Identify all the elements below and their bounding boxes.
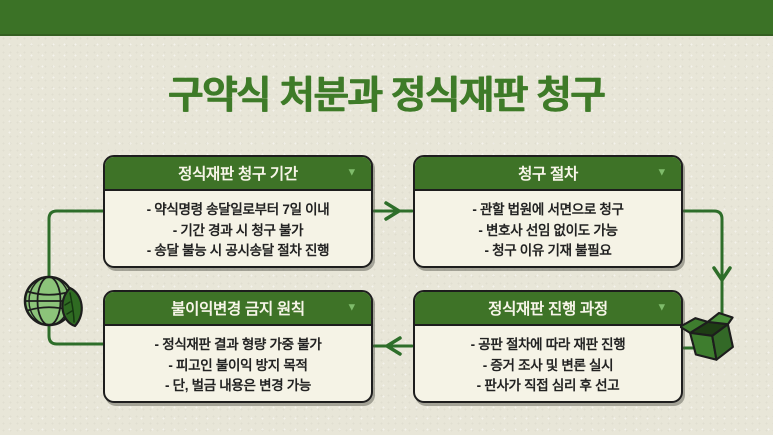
list-item: - 단, 벌금 내용은 변경 가능 — [164, 377, 312, 393]
list-item: - 정식재판 결과 형량 가중 불가 — [154, 337, 322, 353]
list-item: - 송달 불능 시 공시송달 절차 진행 — [146, 242, 330, 258]
card-header: 정식재판 진행 과정 ▼ — [415, 292, 681, 326]
card-body: - 약식명령 송달일로부터 7일 이내 - 기간 경과 시 청구 불가 - 송달… — [105, 191, 371, 266]
arrow-head-down-icon — [712, 266, 732, 282]
card-title: 정식재판 청구 기간 — [178, 166, 298, 183]
card-body: - 관할 법원에 서면으로 청구 - 변호사 선임 없이도 가능 - 청구 이유… — [415, 191, 681, 266]
triangle-down-icon: ▼ — [346, 301, 357, 314]
card-header: 정식재판 청구 기간 ▼ — [105, 157, 371, 191]
list-item: - 공판 절차에 따라 재판 진행 — [470, 337, 626, 353]
list-item: - 청구 이유 기재 불필요 — [484, 242, 612, 258]
triangle-down-icon: ▼ — [346, 166, 357, 179]
list-item: - 관할 법원에 서면으로 청구 — [472, 202, 624, 218]
list-item: - 기간 경과 시 청구 불가 — [172, 222, 304, 238]
card-body: - 정식재판 결과 형량 가중 불가 - 피고인 불이익 방지 목적 - 단, … — [105, 326, 371, 401]
open-box-icon — [680, 311, 734, 361]
card-trial-process: 정식재판 진행 과정 ▼ - 공판 절차에 따라 재판 진행 - 증거 조사 및… — [413, 290, 683, 403]
list-item: - 증거 조사 및 변론 실시 — [482, 357, 614, 373]
card-title: 청구 절차 — [518, 166, 578, 183]
card-no-disadvantage-principle: 불이익변경 금지 원칙 ▼ - 정식재판 결과 형량 가중 불가 - 피고인 불… — [103, 290, 373, 403]
card-title: 불이익변경 금지 원칙 — [171, 301, 305, 318]
card-trial-request-period: 정식재판 청구 기간 ▼ - 약식명령 송달일로부터 7일 이내 - 기간 경과… — [103, 155, 373, 268]
list-item: - 판사가 직접 심리 후 선고 — [476, 377, 620, 393]
list-item: - 약식명령 송달일로부터 7일 이내 — [146, 202, 330, 218]
list-item: - 변호사 선임 없이도 가능 — [478, 222, 618, 238]
globe-leaf-icon — [23, 275, 83, 328]
page-title: 구약식 처분과 정식재판 청구 — [168, 75, 605, 117]
card-header: 청구 절차 ▼ — [415, 157, 681, 191]
card-header: 불이익변경 금지 원칙 ▼ — [105, 292, 371, 326]
triangle-down-icon: ▼ — [656, 301, 667, 314]
triangle-down-icon: ▼ — [656, 166, 667, 179]
arrow-head-right-icon — [384, 201, 401, 221]
card-title: 정식재판 진행 과정 — [488, 301, 608, 318]
top-green-bar — [0, 0, 773, 36]
arrow-head-left-icon — [385, 336, 402, 356]
card-body: - 공판 절차에 따라 재판 진행 - 증거 조사 및 변론 실시 - 판사가 … — [415, 326, 681, 401]
list-item: - 피고인 불이익 방지 목적 — [168, 357, 308, 373]
card-request-procedure: 청구 절차 ▼ - 관할 법원에 서면으로 청구 - 변호사 선임 없이도 가능… — [413, 155, 683, 268]
